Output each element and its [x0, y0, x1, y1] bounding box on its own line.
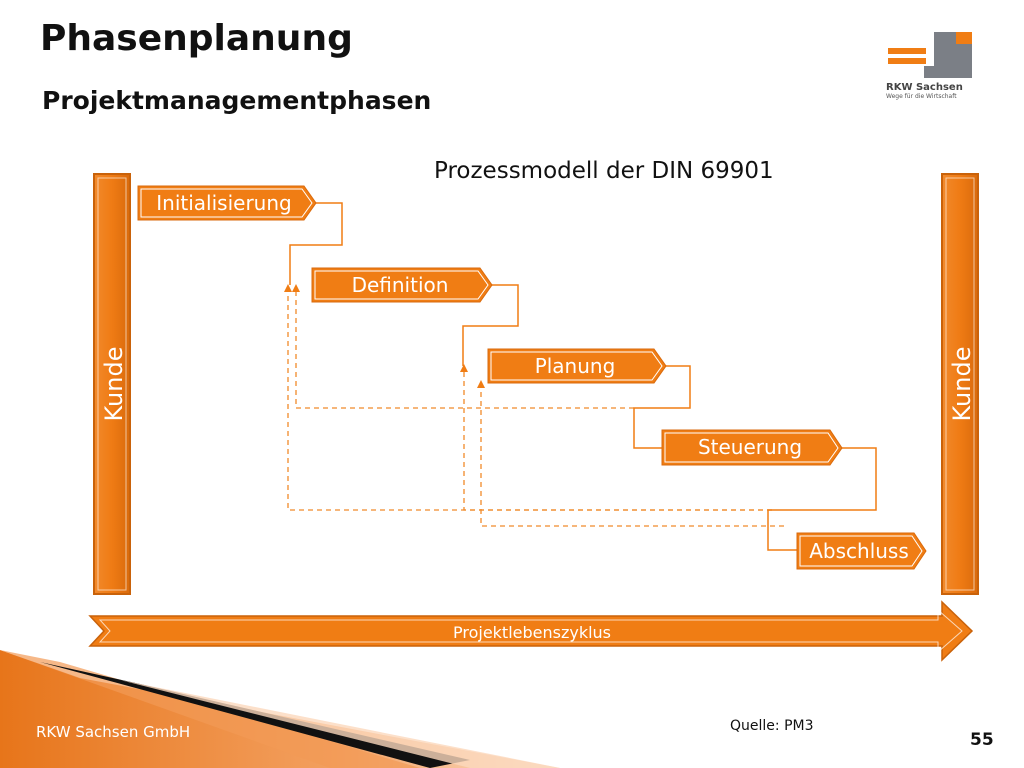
lifecycle-label: Projektlebenszyklus — [453, 623, 611, 642]
phase-definition: Definition — [311, 267, 493, 303]
diagram-title: Prozessmodell der DIN 69901 — [434, 158, 774, 184]
svg-text:Planung: Planung — [535, 354, 616, 378]
svg-text:Steuerung: Steuerung — [698, 435, 802, 459]
source-note: Quelle: PM3 — [730, 718, 814, 734]
footer-decoration — [0, 650, 560, 768]
slide-title: Phasenplanung — [40, 18, 353, 59]
slide-subtitle: Projektmanagementphasen — [42, 86, 432, 115]
phase-connectors — [289, 202, 877, 551]
svg-text:Abschluss: Abschluss — [809, 539, 909, 563]
right-kunde-label: Kunde — [948, 347, 976, 422]
left-kunde-label: Kunde — [100, 347, 128, 422]
phase-initialisierung: Initialisierung — [137, 185, 317, 221]
logo-tagline: Wege für die Wirtschaft — [886, 93, 957, 100]
phase-steuerung: Steuerung — [661, 429, 843, 466]
rkw-logo-icon — [888, 32, 972, 78]
lifecycle-arrow: Projektlebenszyklus — [88, 600, 974, 662]
footer-company: RKW Sachsen GmbH — [36, 723, 191, 741]
logo-name: RKW Sachsen — [886, 82, 963, 93]
feedback-lines — [287, 290, 784, 527]
right-kunde-bar: Kunde — [941, 173, 979, 595]
phase-abschluss: Abschluss — [796, 532, 927, 570]
svg-text:Definition: Definition — [352, 273, 449, 297]
left-kunde-bar: Kunde — [93, 173, 131, 595]
svg-text:Initialisierung: Initialisierung — [156, 191, 291, 215]
page-number: 55 — [970, 730, 994, 750]
phase-planung: Planung — [487, 348, 667, 384]
feedback-arrowheads — [284, 284, 485, 388]
